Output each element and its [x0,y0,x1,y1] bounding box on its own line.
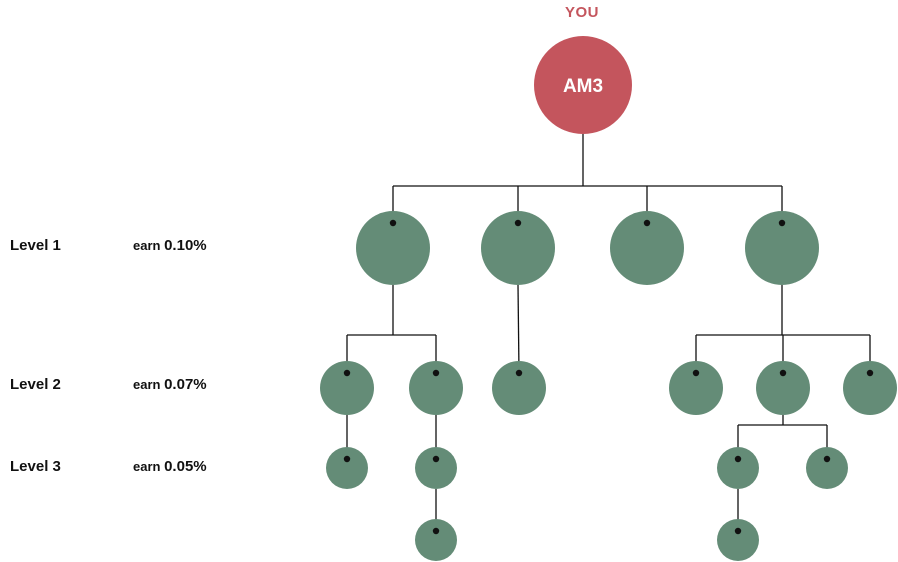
tree-connectors [346,134,871,531]
joint-dot [734,455,742,463]
member-node [717,519,759,561]
joint-dot [432,527,440,535]
joint-dot [779,369,787,377]
member-node [669,361,723,415]
connector-line [517,284,520,374]
joint-dot [823,455,831,463]
member-node [415,519,457,561]
member-node [320,361,374,415]
level-3-earn: earn 0.05% [133,458,207,475]
level-2-label: Level 2 [10,376,61,393]
member-node [843,361,897,415]
earn-rate: 0.07% [164,376,207,393]
joint-dot [643,219,651,227]
member-node [806,447,848,489]
member-node [756,361,810,415]
earn-rate: 0.05% [164,458,207,475]
you-label: YOU [564,4,599,21]
member-node [481,211,555,285]
joint-dot [343,455,351,463]
joint-dot [343,369,351,377]
member-node [745,211,819,285]
member-node [326,447,368,489]
level-2-earn: earn 0.07% [133,376,207,393]
member-node [492,361,546,415]
level-3-label: Level 3 [10,458,61,475]
joint-dot [778,219,786,227]
root-node-label: AM3 [563,76,603,97]
tree-nodes: AM3 [320,36,897,561]
member-node [356,211,430,285]
joint-dot [866,369,874,377]
joint-dot [389,219,397,227]
joint-dot [432,455,440,463]
earn-prefix: earn [133,459,161,474]
joint-dot [432,369,440,377]
earn-rate: 0.10% [164,237,207,254]
earn-prefix: earn [133,238,161,253]
member-node [409,361,463,415]
level-1-label: Level 1 [10,237,61,254]
joint-dot [692,369,700,377]
member-node [610,211,684,285]
joint-dot [734,527,742,535]
root-node [534,36,632,134]
level-1-earn: earn 0.10% [133,237,207,254]
member-node [415,447,457,489]
joint-dot [515,369,523,377]
tree-joints [343,219,874,535]
joint-dot [514,219,522,227]
earn-prefix: earn [133,377,161,392]
member-node [717,447,759,489]
